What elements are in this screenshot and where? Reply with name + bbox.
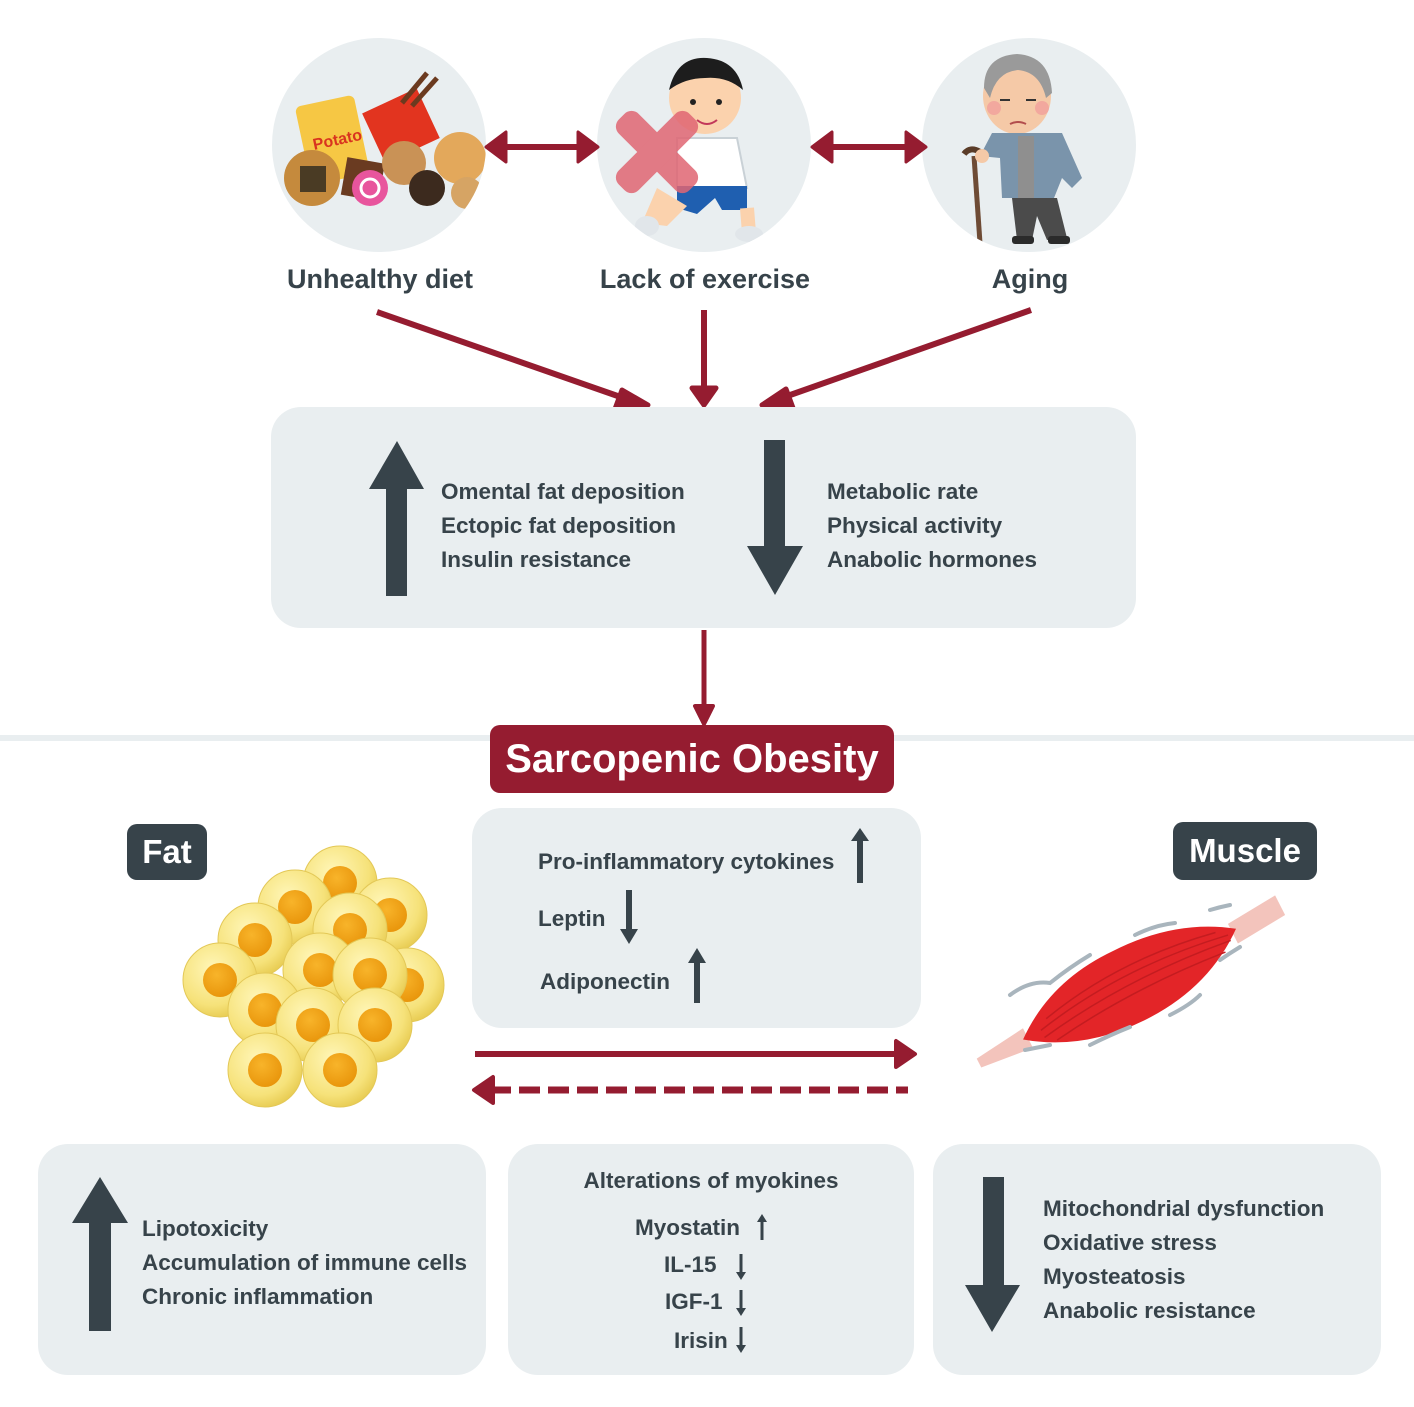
fat-effect-item: Lipotoxicity [142,1216,269,1241]
lack-of-exercise-illustration [597,38,811,252]
muscle-icon [976,895,1286,1068]
muscle-effect-item: Anabolic resistance [1043,1298,1256,1323]
dashed-arrow-muscle-to-fat [472,1075,908,1105]
factor-label-aging: Aging [991,264,1069,294]
factor-label-lack-of-exercise: Lack of exercise [599,264,811,294]
exercise-crossed-icon [615,57,763,242]
increased-item: Ectopic fat deposition [441,513,677,538]
fat-tag: Fat [127,824,207,880]
arrow-diet-to-mechanisms [376,309,651,412]
arrow-up-icon [688,948,706,1003]
arrow-fat-to-muscle [475,1039,917,1069]
adipokine-item: Adiponectin [540,969,670,994]
fat-effect-item: Chronic inflammation [142,1284,374,1309]
sarcopenic-obesity-title: Sarcopenic Obesity [490,725,894,793]
myokine-item: Myostatin [635,1215,741,1240]
adipokines-panel: Pro-inflammatory cytokines Leptin Adipon… [472,808,921,1028]
muscle-effects-panel: Mitochondrial dysfunction Oxidative stre… [933,1144,1381,1375]
increased-item: Omental fat deposition [441,479,685,504]
junk-food-icon: Potato [284,71,486,209]
unhealthy-diet-illustration: Potato [272,38,486,252]
fat-cell [227,1032,303,1108]
arrow-up-icon [851,828,869,883]
arrow-down-icon [747,440,803,595]
decreased-item: Metabolic rate [827,479,979,504]
decreased-item: Anabolic hormones [827,547,1038,572]
factor-label-unhealthy-diet: Unhealthy diet [286,264,474,294]
myokines-title: Alterations of myokines [583,1168,839,1193]
fat-cell [302,1032,378,1108]
arrow-aging-to-mechanisms [759,307,1032,411]
increased-item: Insulin resistance [441,547,632,572]
mechanisms-panel: Omental fat deposition Ectopic fat depos… [271,407,1136,628]
muscle-effect-item: Oxidative stress [1043,1230,1217,1255]
fat-effects-panel: Lipotoxicity Accumulation of immune cell… [38,1144,486,1375]
myokine-item: IL-15 [664,1252,717,1277]
aging-illustration [922,38,1136,252]
myokines-panel: Alterations of myokines Myostatin IL-15 … [508,1144,914,1375]
double-arrow-exercise-aging [810,130,928,164]
arrow-up-icon [72,1177,128,1331]
elderly-person-icon [961,54,1082,244]
arrow-exercise-to-mechanisms [689,310,719,408]
arrow-down-icon [736,1290,746,1316]
myokine-item: Irisin [674,1328,728,1353]
muscle-effect-item: Myosteatosis [1043,1264,1186,1289]
arrow-up-icon [369,441,424,596]
double-arrow-diet-exercise [484,130,600,164]
arrow-down-icon [736,1254,746,1280]
arrow-up-icon [757,1214,767,1240]
arrow-down-icon [620,890,638,944]
muscle-effect-item: Mitochondrial dysfunction [1043,1196,1325,1221]
decreased-item: Physical activity [827,513,1003,538]
arrow-down-icon [965,1177,1020,1332]
muscle-tag: Muscle [1173,822,1317,880]
myokine-item: IGF-1 [665,1289,723,1314]
fat-effect-item: Accumulation of immune cells [142,1250,468,1275]
arrow-down-icon [736,1327,746,1353]
adipokine-item: Pro-inflammatory cytokines [538,849,835,874]
arrow-mechanisms-to-sarcopenic-obesity [693,630,715,726]
adipokine-item: Leptin [538,906,606,931]
fat-cells-icon [182,845,445,1108]
